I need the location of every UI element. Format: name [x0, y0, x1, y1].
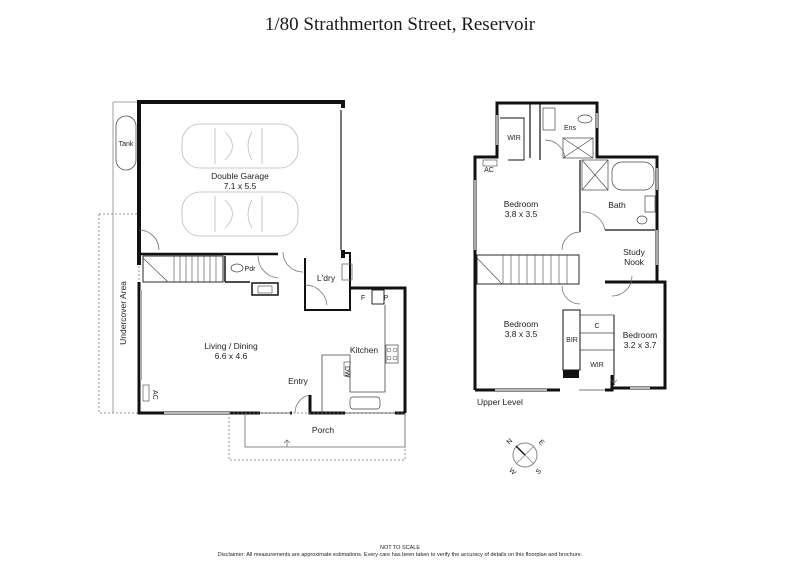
- room-label: WIR: [507, 135, 521, 142]
- car-icon: [181, 123, 299, 169]
- room-label-nook: Nook: [624, 257, 645, 267]
- room-label: Bedroom: [504, 199, 539, 209]
- car-icon: [181, 191, 299, 237]
- room-label: Bath: [608, 200, 626, 210]
- room-label: BIR: [566, 337, 578, 344]
- room-label: Pdr: [245, 266, 257, 273]
- room-label: Undercover Area: [118, 281, 128, 345]
- room-label: Double Garage: [211, 171, 269, 181]
- room-size: 7.1 x 5.5: [224, 181, 257, 191]
- ground-floor: [98, 100, 407, 461]
- compass-icon: N E S W: [506, 438, 546, 477]
- svg-text:W: W: [507, 467, 517, 477]
- room-label: F: [361, 295, 365, 302]
- room-label: Bedroom: [623, 330, 658, 340]
- disclaimer: Disclaimer: All measurements are approxi…: [217, 552, 583, 558]
- page-title: 1/80 Strathmerton Street, Reservoir: [264, 14, 536, 35]
- room-label: Tank: [119, 141, 134, 148]
- tank: [115, 115, 137, 171]
- svg-text:S: S: [535, 468, 543, 476]
- room-label: Entry: [288, 376, 309, 386]
- room-label: Kitchen: [350, 345, 379, 355]
- room-label-study: Study: [623, 247, 645, 257]
- room-label: Porch: [312, 425, 334, 435]
- room-label: Living / Dining: [204, 341, 258, 351]
- svg-text:E: E: [537, 439, 545, 447]
- room-size: 6.6 x 4.6: [215, 351, 248, 361]
- appliance-label: AC: [151, 390, 158, 400]
- room-label: Ens: [564, 125, 577, 132]
- room-size: 3.8 x 3.5: [505, 209, 538, 219]
- undercover-area-outline: [98, 213, 140, 414]
- room-size: 3.2 x 3.7: [624, 340, 657, 350]
- svg-text:N: N: [506, 438, 515, 447]
- scale-note: NOT TO SCALE: [379, 545, 421, 551]
- upper-floor: [473, 101, 667, 392]
- appliance-label: DW: [343, 366, 350, 378]
- room-size: 3.8 x 3.5: [505, 329, 538, 339]
- room-label: C: [594, 323, 599, 330]
- room-label: Bedroom: [504, 319, 539, 329]
- level-label: Upper Level: [477, 397, 523, 407]
- room-label: WIR: [590, 362, 604, 369]
- room-label: AC: [484, 167, 494, 174]
- room-label: L'dry: [317, 273, 336, 283]
- room-label: P: [384, 295, 389, 302]
